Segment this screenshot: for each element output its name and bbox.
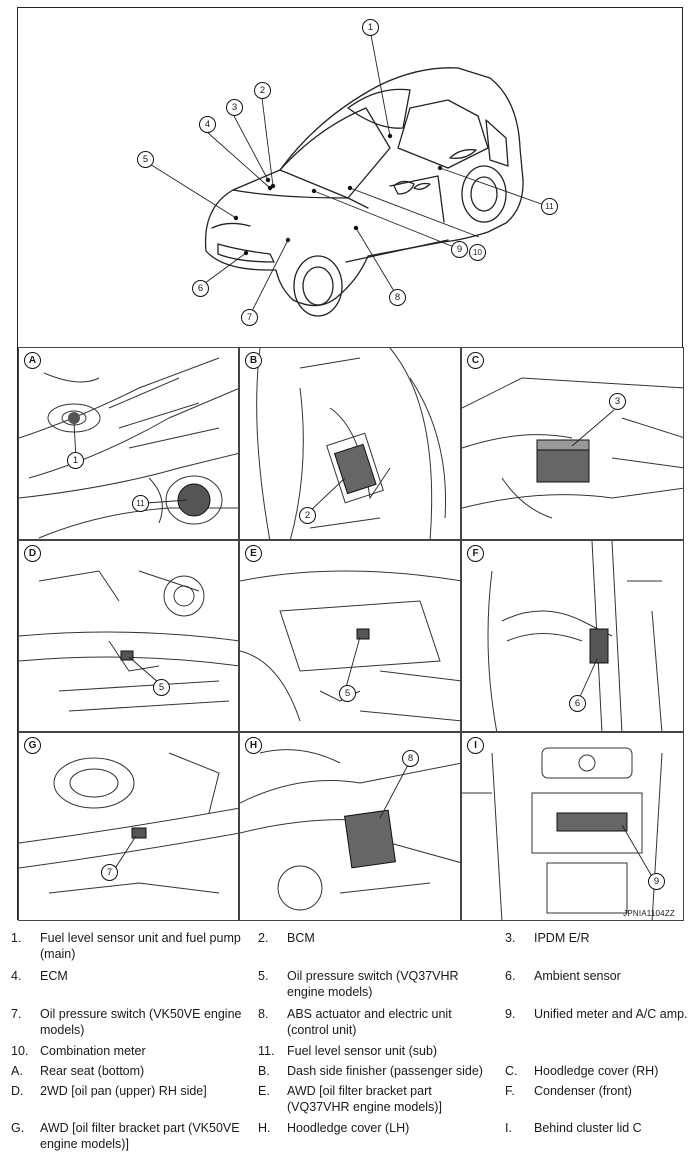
panel-d-callout-5: 5 bbox=[153, 679, 170, 696]
callout-1: 1 bbox=[362, 19, 379, 36]
panel-g: G 7 bbox=[18, 732, 239, 921]
callout-3: 3 bbox=[226, 99, 243, 116]
vehicle-overview: 1 2 3 4 5 6 7 8 9 10 11 bbox=[18, 8, 682, 347]
vehicle-outline-drawing bbox=[144, 34, 548, 318]
panel-a-drawing bbox=[19, 357, 238, 539]
panel-h-drawing bbox=[240, 749, 460, 911]
callout-4: 4 bbox=[199, 116, 216, 133]
callout-8: 8 bbox=[389, 289, 406, 306]
component-location-figure: 1 2 3 4 5 6 7 8 9 10 11 A 1 11 bbox=[17, 7, 684, 921]
callout-7: 7 bbox=[241, 309, 258, 326]
callout-10: 10 bbox=[469, 244, 486, 261]
panel-e: E 5 bbox=[239, 540, 461, 732]
panel-f: F 6 bbox=[461, 540, 684, 732]
callout-6: 6 bbox=[192, 280, 209, 297]
panel-c: C 3 bbox=[461, 347, 684, 540]
panel-h-callout-8: 8 bbox=[402, 750, 419, 767]
callout-2: 2 bbox=[254, 82, 271, 99]
callout-9: 9 bbox=[451, 241, 468, 258]
panel-b: B 2 bbox=[239, 347, 461, 540]
panel-b-callout-2: 2 bbox=[299, 507, 316, 524]
panel-d: D 5 bbox=[18, 540, 239, 732]
callout-11: 11 bbox=[541, 198, 558, 215]
panel-b-drawing bbox=[256, 348, 447, 539]
panel-letter-a: A bbox=[24, 352, 41, 369]
panel-letter-e: E bbox=[245, 545, 262, 562]
figure-code: JPNIA1104ZZ bbox=[623, 909, 675, 918]
panel-a-callout-11: 11 bbox=[132, 495, 149, 512]
panel-e-callout-5: 5 bbox=[339, 685, 356, 702]
panel-letter-h: H bbox=[245, 737, 262, 754]
panel-i-drawing bbox=[462, 747, 663, 920]
panel-letter-f: F bbox=[467, 545, 484, 562]
panel-i: I 9 JPNIA1104ZZ bbox=[461, 732, 684, 921]
panel-g-callout-7: 7 bbox=[101, 864, 118, 881]
panel-letter-g: G bbox=[24, 737, 41, 754]
panel-letter-b: B bbox=[245, 352, 262, 369]
panel-letter-i: I bbox=[467, 737, 484, 754]
panel-letter-c: C bbox=[467, 352, 484, 369]
panel-h: H 8 bbox=[239, 732, 461, 921]
panel-e-drawing bbox=[240, 570, 460, 722]
panel-f-drawing bbox=[487, 541, 663, 731]
panel-d-drawing bbox=[19, 570, 238, 712]
panel-i-callout-9: 9 bbox=[648, 873, 665, 890]
panel-a-callout-1: 1 bbox=[67, 452, 84, 469]
panel-letter-d: D bbox=[24, 545, 41, 562]
panel-c-callout-3: 3 bbox=[609, 393, 626, 410]
callout-5: 5 bbox=[137, 151, 154, 168]
panel-g-drawing bbox=[19, 752, 238, 894]
panel-c-drawing bbox=[462, 377, 683, 519]
panel-f-callout-6: 6 bbox=[569, 695, 586, 712]
panel-a: A 1 11 bbox=[18, 347, 239, 540]
